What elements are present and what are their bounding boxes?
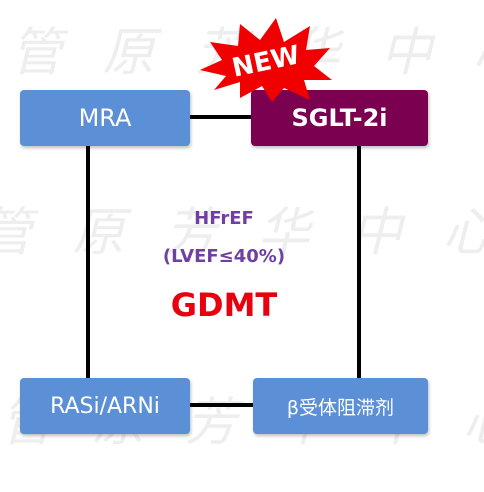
- connector-top: [190, 115, 252, 119]
- beta-blocker-box: β受体阻滞剂: [253, 378, 428, 434]
- lvef-label: (LVEF≤40%): [162, 246, 286, 267]
- connector-bottom: [190, 403, 254, 407]
- connector-left: [86, 146, 90, 378]
- sglt2i-box: SGLT-2i: [251, 90, 428, 146]
- rasi-arni-label: RASi/ARNi: [50, 393, 160, 419]
- rasi-arni-box: RASi/ARNi: [20, 378, 190, 434]
- mra-box: MRA: [20, 90, 190, 146]
- gdmt-title: GDMT: [170, 286, 278, 324]
- beta-blocker-label: β受体阻滞剂: [286, 396, 395, 419]
- new-badge: NEW: [200, 18, 332, 102]
- mra-label: MRA: [78, 104, 132, 132]
- connector-right: [357, 146, 361, 378]
- sglt2i-label: SGLT-2i: [291, 104, 388, 132]
- hfref-label: HFrEF: [194, 208, 254, 229]
- new-burst-shape: [200, 18, 332, 102]
